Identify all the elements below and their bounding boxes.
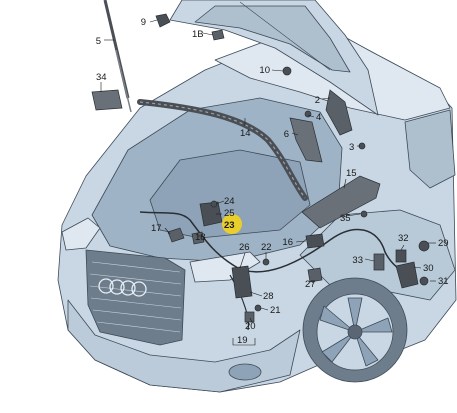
callout-2[interactable]: 2: [315, 95, 320, 106]
callout-labels: 9 1B 5 10 34 2 4 14 6 3 15 35 24 25 23 1…: [96, 17, 449, 346]
callout-30[interactable]: 30: [423, 263, 434, 274]
callout-24[interactable]: 24: [224, 196, 235, 207]
handle-30-shape: [395, 261, 419, 289]
callout-15[interactable]: 15: [346, 168, 357, 179]
callout-35[interactable]: 35: [340, 213, 351, 224]
part-17-shape: [167, 227, 185, 243]
callout-33[interactable]: 33: [352, 255, 363, 266]
car-illustration: [57, 0, 457, 393]
lower-latch-shape: [231, 265, 253, 299]
callout-28[interactable]: 28: [263, 291, 274, 302]
latch-beam-15: [301, 175, 381, 229]
bolt-4-shape: [304, 110, 312, 118]
callout-25[interactable]: 25: [224, 208, 235, 219]
callout-19[interactable]: 19: [237, 335, 248, 346]
callout-4[interactable]: 4: [316, 112, 321, 123]
callout-22[interactable]: 22: [261, 242, 272, 253]
side-window: [404, 109, 456, 189]
leader-lines: [100, 19, 436, 346]
callout-3[interactable]: 3: [349, 142, 354, 153]
part-16-shape: [305, 233, 325, 249]
callout-6[interactable]: 6: [284, 129, 289, 140]
callout-14[interactable]: 14: [240, 128, 251, 139]
fog-light: [228, 363, 262, 381]
callout-23[interactable]: 23: [224, 220, 235, 231]
highlight-marker: [222, 214, 242, 234]
hood-panel: [169, 0, 379, 116]
release-cable: [139, 211, 411, 276]
wheel-hub: [347, 324, 363, 340]
hinge-2-shape: [325, 89, 353, 136]
callout-29[interactable]: 29: [438, 238, 449, 249]
headlight-left: [61, 217, 101, 251]
callout-21[interactable]: 21: [270, 305, 281, 316]
clip-27-shape: [307, 267, 323, 283]
callout-31[interactable]: 31: [438, 276, 449, 287]
callout-1b[interactable]: 1B: [192, 29, 204, 40]
part-24-shape: [210, 200, 218, 208]
grille-slats: [89, 261, 182, 333]
callout-18[interactable]: 18: [195, 232, 206, 243]
part-31-shape: [419, 276, 429, 286]
callout-10[interactable]: 10: [259, 65, 270, 76]
part-21-shape: [254, 304, 262, 312]
part-10-shape: [282, 66, 292, 76]
hood-seal-14-dash: [139, 101, 306, 199]
part-9-shape: [155, 13, 171, 28]
part-29-shape: [418, 240, 430, 252]
part-20-shape: [244, 311, 255, 323]
callout-27[interactable]: 27: [305, 279, 316, 290]
part-33-shape: [373, 253, 385, 271]
part-22-shape: [262, 258, 270, 266]
callout-9[interactable]: 9: [141, 17, 146, 28]
part-32-shape: [395, 249, 407, 263]
callout-17[interactable]: 17: [151, 223, 162, 234]
parts: [91, 0, 430, 331]
hood-strut-rod: [115, 49, 132, 113]
part-1b-shape: [211, 29, 225, 41]
callout-20[interactable]: 20: [245, 321, 256, 332]
callout-16[interactable]: 16: [282, 237, 293, 248]
part-35-shape: [360, 210, 368, 218]
hinge-6-shape: [289, 117, 323, 163]
part-34-shape: [91, 89, 123, 111]
emblem-rings: [98, 278, 147, 297]
part-18-shape: [191, 231, 205, 245]
callout-26[interactable]: 26: [239, 242, 250, 253]
callout-5[interactable]: 5: [96, 36, 101, 47]
grille: [85, 249, 186, 346]
callout-32[interactable]: 32: [398, 233, 409, 244]
callout-34[interactable]: 34: [96, 72, 107, 83]
hood-crease: [239, 1, 331, 71]
wheel-spokes: [319, 297, 393, 367]
